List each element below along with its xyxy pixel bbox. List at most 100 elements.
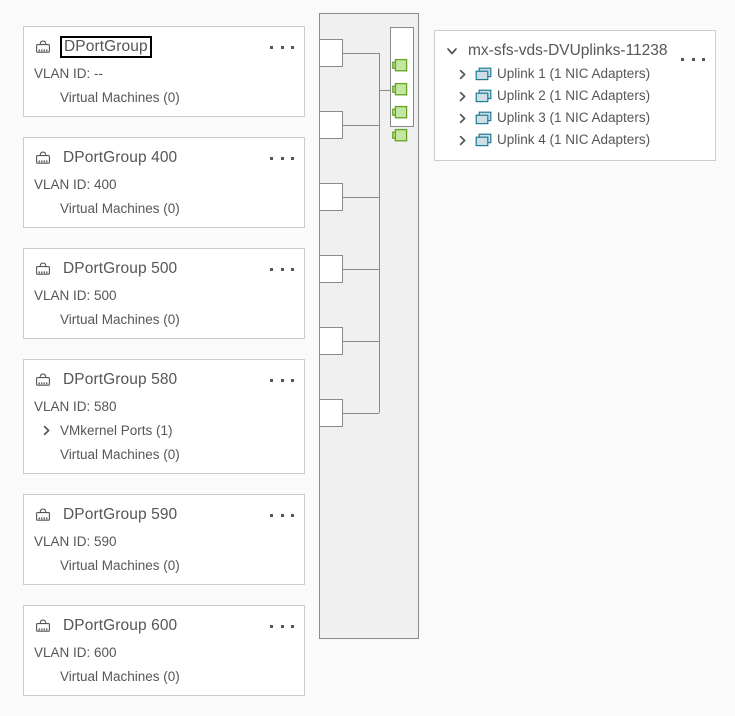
vlan-id-label: VLAN ID: 600 [34, 645, 117, 660]
topology-branch-line [343, 269, 379, 270]
kebab-dot [280, 156, 284, 160]
virtual-machines-row: Virtual Machines (0) [34, 447, 294, 463]
vlan-id-label: VLAN ID: 400 [34, 177, 117, 192]
row-label: Virtual Machines (0) [60, 669, 180, 684]
port-group-menu-button[interactable] [270, 373, 294, 387]
row-label: Virtual Machines (0) [60, 558, 180, 573]
virtual-machines-row: Virtual Machines (0) [34, 669, 294, 685]
kebab-dot [270, 156, 273, 160]
port-group-menu-button[interactable] [270, 40, 294, 54]
topology-branch-line [343, 413, 379, 414]
uplink-label: Uplink 4 (1 NIC Adapters) [497, 132, 651, 147]
port-group-menu-button[interactable] [270, 151, 294, 165]
kebab-dot [291, 156, 294, 160]
kebab-dot [270, 513, 273, 517]
kebab-dot [702, 57, 705, 61]
row-label: Virtual Machines (0) [60, 312, 180, 327]
port-group-title-row: DPortGroup 580 [34, 368, 294, 392]
port-indicator-active [392, 128, 408, 144]
kebab-dot [291, 513, 294, 517]
port-group-name[interactable]: DPortGroup 590 [63, 506, 178, 523]
chevron-right-icon[interactable] [456, 68, 469, 81]
kebab-dot [291, 45, 294, 49]
vlan-id-label: VLAN ID: 580 [34, 399, 117, 414]
kebab-dot [681, 57, 684, 61]
uplink-row[interactable]: Uplink 3 (1 NIC Adapters) [435, 107, 715, 129]
topology-branch-line [343, 341, 379, 342]
port-group-icon [36, 619, 50, 632]
uplink-row[interactable]: Uplink 4 (1 NIC Adapters) [435, 129, 715, 151]
row-label: Virtual Machines (0) [60, 447, 180, 462]
port-group-title-row: DPortGroup 500 [34, 257, 294, 281]
port-group-connector-stub [319, 327, 343, 355]
kebab-dot [270, 378, 273, 382]
port-group-connector-stub [319, 111, 343, 139]
uplink-label: Uplink 2 (1 NIC Adapters) [497, 88, 651, 103]
row-label: VMkernel Ports (1) [60, 423, 173, 438]
chevron-right-icon[interactable] [456, 90, 469, 103]
vlan-id-label: VLAN ID: 500 [34, 288, 117, 303]
port-group-icon [36, 373, 50, 386]
chevron-right-icon[interactable] [456, 112, 469, 125]
topology-trunk-line [379, 53, 380, 413]
port-group-icon [36, 508, 50, 521]
topology-uplink-line [379, 90, 390, 91]
uplink-group-card[interactable]: mx-sfs-vds-DVUplinks-11238 Uplink 1 (1 N… [434, 30, 716, 161]
uplink-row[interactable]: Uplink 1 (1 NIC Adapters) [435, 63, 715, 85]
kebab-dot [291, 378, 294, 382]
port-group-title-row: DPortGroup 600 [34, 614, 294, 638]
vlan-id-label: VLAN ID: -- [34, 66, 104, 81]
port-group-connector-stub [319, 39, 343, 67]
uplink-group-header[interactable]: mx-sfs-vds-DVUplinks-11238 [435, 39, 715, 63]
kebab-dot [291, 267, 294, 271]
nic-adapter-icon [475, 111, 492, 124]
chevron-down-icon[interactable] [445, 44, 459, 58]
row-label: Virtual Machines (0) [60, 201, 180, 216]
kebab-dot [270, 267, 273, 271]
topology-connector-panel [319, 13, 419, 639]
nic-adapter-icon [475, 133, 492, 146]
port-group-title-row: DPortGroup 590 [34, 503, 294, 527]
virtual-machines-row: Virtual Machines (0) [34, 201, 294, 217]
port-group-name[interactable]: DPortGroup 600 [63, 617, 178, 634]
port-group-title-row: DPortGroup [34, 35, 294, 59]
nic-adapter-icon [475, 67, 492, 80]
virtual-machines-row: Virtual Machines (0) [34, 90, 294, 106]
port-group-name[interactable]: DPortGroup 500 [63, 260, 178, 277]
port-group-connector-stub [319, 399, 343, 427]
kebab-dot [280, 45, 284, 49]
kebab-dot [270, 624, 273, 628]
port-group-name[interactable]: DPortGroup [60, 36, 152, 58]
vlan-id-label: VLAN ID: 590 [34, 534, 117, 549]
uplink-group-menu-button[interactable] [681, 52, 705, 66]
port-group-name[interactable]: DPortGroup 400 [63, 149, 178, 166]
chevron-right-icon[interactable] [456, 134, 469, 147]
chevron-right-icon[interactable] [40, 424, 53, 437]
kebab-dot [691, 57, 695, 61]
port-group-icon [36, 151, 50, 164]
topology-branch-line [343, 53, 379, 54]
port-indicator-active [392, 82, 408, 98]
nic-adapter-icon [475, 89, 492, 102]
kebab-dot [270, 45, 273, 49]
row-label: Virtual Machines (0) [60, 90, 180, 105]
port-group-connector-stub [319, 255, 343, 283]
vmkernel-ports-row[interactable]: VMkernel Ports (1) [34, 423, 294, 439]
port-indicator-active [392, 58, 408, 74]
port-group-menu-button[interactable] [270, 262, 294, 276]
virtual-machines-row: Virtual Machines (0) [34, 312, 294, 328]
port-group-menu-button[interactable] [270, 508, 294, 522]
uplink-label: Uplink 1 (1 NIC Adapters) [497, 66, 651, 81]
port-group-connector-stub [319, 183, 343, 211]
port-group-menu-button[interactable] [270, 619, 294, 633]
uplink-row[interactable]: Uplink 2 (1 NIC Adapters) [435, 85, 715, 107]
kebab-dot [280, 267, 284, 271]
uplink-label: Uplink 3 (1 NIC Adapters) [497, 110, 651, 125]
port-group-name[interactable]: DPortGroup 580 [63, 371, 178, 388]
